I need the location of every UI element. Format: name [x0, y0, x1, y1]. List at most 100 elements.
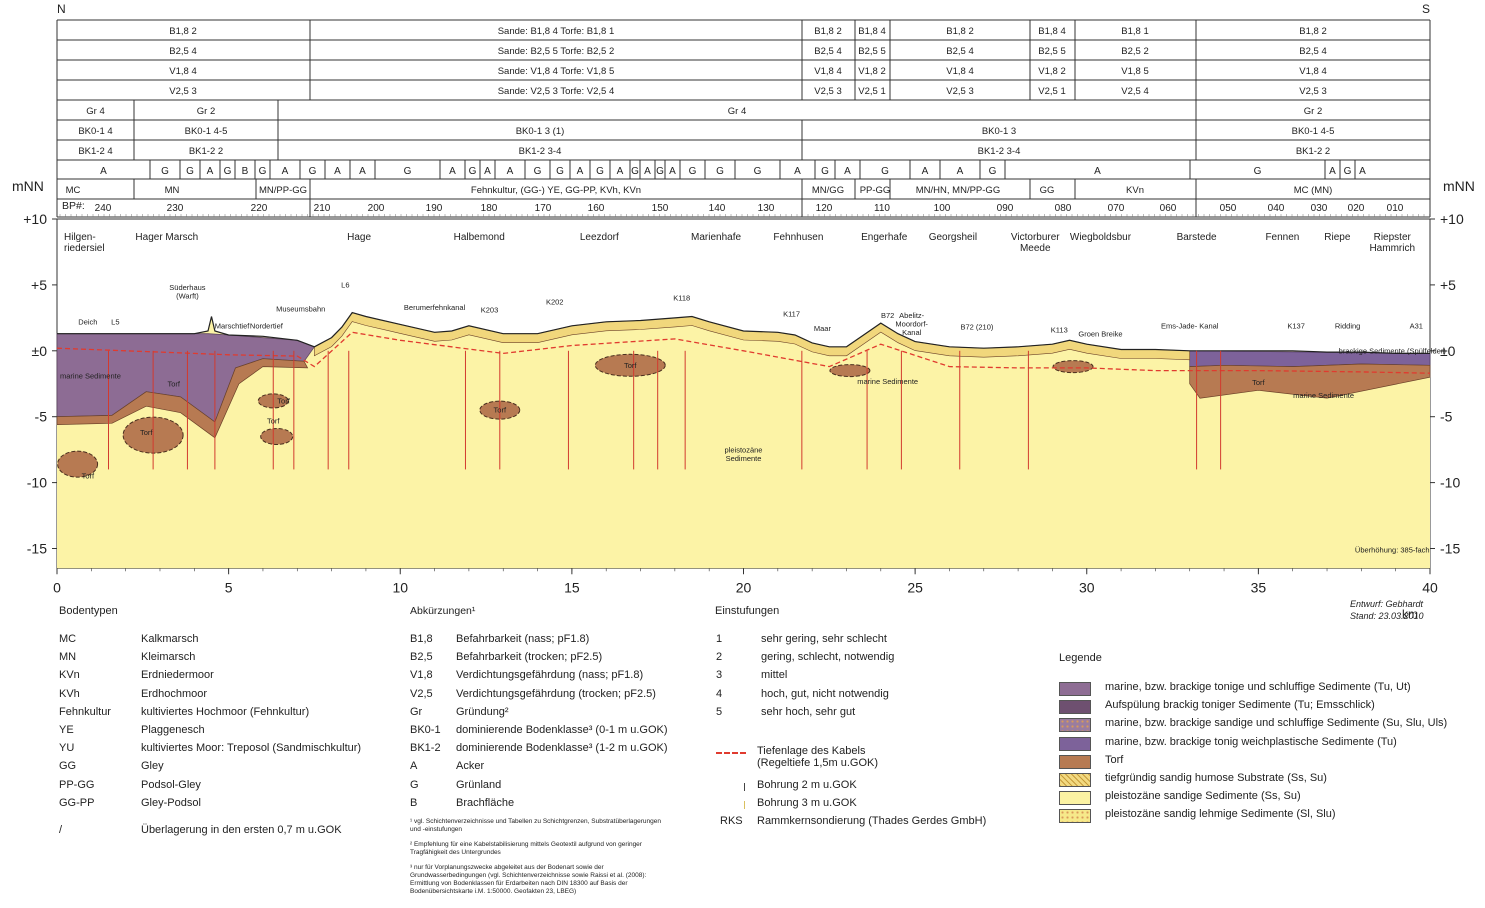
bodentyp-label: Kleimarsch	[141, 651, 196, 664]
place-name: Hager Marsch	[135, 232, 198, 243]
profile-annotation: K203	[481, 306, 499, 315]
profile-annotation: Groen Breike	[1078, 329, 1122, 338]
table-cell: Gr 2	[1304, 106, 1322, 117]
table-cell: B1,8 1	[1121, 26, 1148, 37]
place-name: Barstede	[1177, 232, 1217, 243]
footnote: ³ nur für Vorplanungszwecke abgeleitet a…	[410, 864, 647, 895]
bodentyp-label: Kalkmarsch	[141, 633, 199, 645]
profile-annotation: Nordertief	[250, 321, 284, 330]
peat-lens	[57, 450, 99, 478]
table-cell: B1,8 4	[858, 26, 885, 37]
einstufung-label: hoch, gut, nicht notwendig	[761, 687, 889, 700]
south-label: S	[1422, 2, 1431, 16]
soil-cell: MC	[66, 185, 81, 196]
abkuerzung-code: BK1-2	[410, 742, 441, 755]
legend-label: pleistozäne sandige Sedimente (Ss, Su)	[1105, 790, 1301, 803]
soil-cell: MN/PP-GG	[259, 185, 307, 196]
table-cell: V1,8 4	[169, 66, 196, 77]
y-tick-label-left: -5	[35, 409, 48, 425]
table-cell: BK1-2 2	[1296, 146, 1330, 157]
legend-swatch	[1059, 718, 1091, 733]
profile-annotation: K113	[1051, 325, 1068, 334]
land-use-cell: A	[669, 166, 676, 177]
bodentyp-code: PP-GG	[59, 778, 95, 791]
bp-number: 240	[95, 203, 112, 214]
bp-number: 110	[874, 203, 890, 214]
bodentyp-code: Fehnkultur	[59, 705, 111, 718]
abkuerzung-label: Verdichtungsgefährdung (trocken; pF2.5)	[456, 687, 656, 700]
peat-lens	[260, 427, 294, 445]
profile-annotation: marine Sedimente	[1293, 391, 1354, 400]
einstufung-extra-label: Rammkernsondierung (Thades Gerdes GmbH)	[757, 815, 987, 827]
land-use-cell: A	[507, 166, 514, 177]
table-cell: BK0-1 4-5	[185, 126, 228, 137]
land-use-cell: A	[359, 166, 366, 177]
table-cell: Gr 2	[197, 106, 215, 117]
table-cell: BK0-1 4	[78, 126, 112, 137]
x-tick-label: 40	[1422, 579, 1438, 595]
land-use-cell: A	[617, 166, 624, 177]
place-name: Marienhafe	[691, 232, 741, 243]
abkuerzung-code: V2,5	[410, 687, 433, 700]
y-tick-label-left: ±0	[32, 343, 48, 359]
ground-surface-line	[57, 311, 1430, 354]
land-use-cell: G	[631, 166, 639, 177]
profile-annotation: B72	[881, 311, 894, 320]
legend-label: Torf	[1105, 753, 1124, 766]
land-use-cell: G	[534, 166, 542, 177]
bodentyp-label: Gley-Podsol	[141, 796, 201, 809]
place-name: Hage	[347, 232, 371, 243]
land-use-cell: G	[754, 166, 762, 177]
einstufungen-title: Einstufungen	[715, 605, 780, 617]
x-tick-label: 10	[392, 579, 408, 595]
table-cell: V1,8 5	[1121, 66, 1148, 77]
land-use-cell: A	[1329, 166, 1336, 177]
land-use-cell: G	[1254, 166, 1262, 177]
x-tick-label: 0	[53, 579, 61, 595]
profile-annotation: Torf	[494, 406, 507, 415]
table-cell: Gr 4	[728, 106, 746, 117]
bp-number: 190	[426, 203, 443, 214]
y-tick-label-right: ±0	[1440, 343, 1456, 359]
profile-annotation: Überhöhung: 385-fach	[1355, 545, 1430, 554]
table-cell: Sande: B2,5 5 Torfe: B2,5 2	[498, 46, 615, 57]
borehole-2m-mark	[744, 783, 745, 791]
table-cell: BK0-1 3 (1)	[516, 126, 565, 137]
abkuerzung-label: Acker	[456, 760, 485, 773]
land-use-cell: A	[282, 166, 289, 177]
table-cell: V1,8 4	[1299, 66, 1326, 77]
bodentyp-label: Podsol-Gley	[141, 778, 201, 791]
profile-annotation: Torf	[1252, 378, 1265, 387]
profile-annotation: Abelitz-Moordorf-Kanal	[895, 311, 928, 337]
table-cell: BK1-2 4	[78, 146, 112, 157]
place-name: Wiegboldsbur	[1070, 232, 1132, 243]
table-cell: B2,5 2	[1121, 46, 1148, 57]
profile-annotation: Torf	[82, 472, 95, 481]
profile-annotation: Süderhaus(Warft)	[169, 283, 206, 301]
soil-cell: MN	[165, 185, 180, 196]
bodentypen-title: Bodentypen	[59, 605, 118, 617]
land-use-cell: A	[1094, 166, 1101, 177]
bp-number: 050	[1220, 203, 1237, 214]
peat-lens	[594, 353, 666, 377]
land-use-cell: G	[309, 166, 317, 177]
profile-annotation: K117	[783, 310, 800, 319]
abkuerzung-code: A	[410, 760, 418, 773]
profile-annotation: L5	[111, 317, 119, 326]
profile-annotation: K137	[1287, 321, 1305, 330]
abkuerzung-label: dominierende Bodenklasse³ (1-2 m u.GOK)	[456, 742, 668, 755]
legend-swatch	[1059, 754, 1091, 769]
einstufung-extra-label: Bohrung 3 m u.GOK	[757, 797, 857, 809]
profile-annotation: K118	[673, 294, 690, 303]
profile-annotation: Marschtief	[215, 321, 251, 330]
bodentyp-label: Erdhochmoor	[141, 687, 208, 700]
land-use-cell: G	[689, 166, 697, 177]
abkuerzung-label: dominierende Bodenklasse³ (0-1 m u.GOK)	[456, 724, 668, 736]
x-tick-label: 20	[736, 579, 752, 595]
abkuerzung-label: Verdichtungsgefährdung (nass; pF1.8)	[456, 669, 644, 682]
bodentyp-label: kultiviertes Hochmoor (Fehnkultur)	[141, 705, 310, 718]
legend-label: marine, bzw. brackige tonig weichplastis…	[1105, 735, 1397, 748]
x-tick-label: 15	[564, 579, 580, 595]
einstufung-label: gering, schlecht, notwendig	[761, 651, 895, 664]
